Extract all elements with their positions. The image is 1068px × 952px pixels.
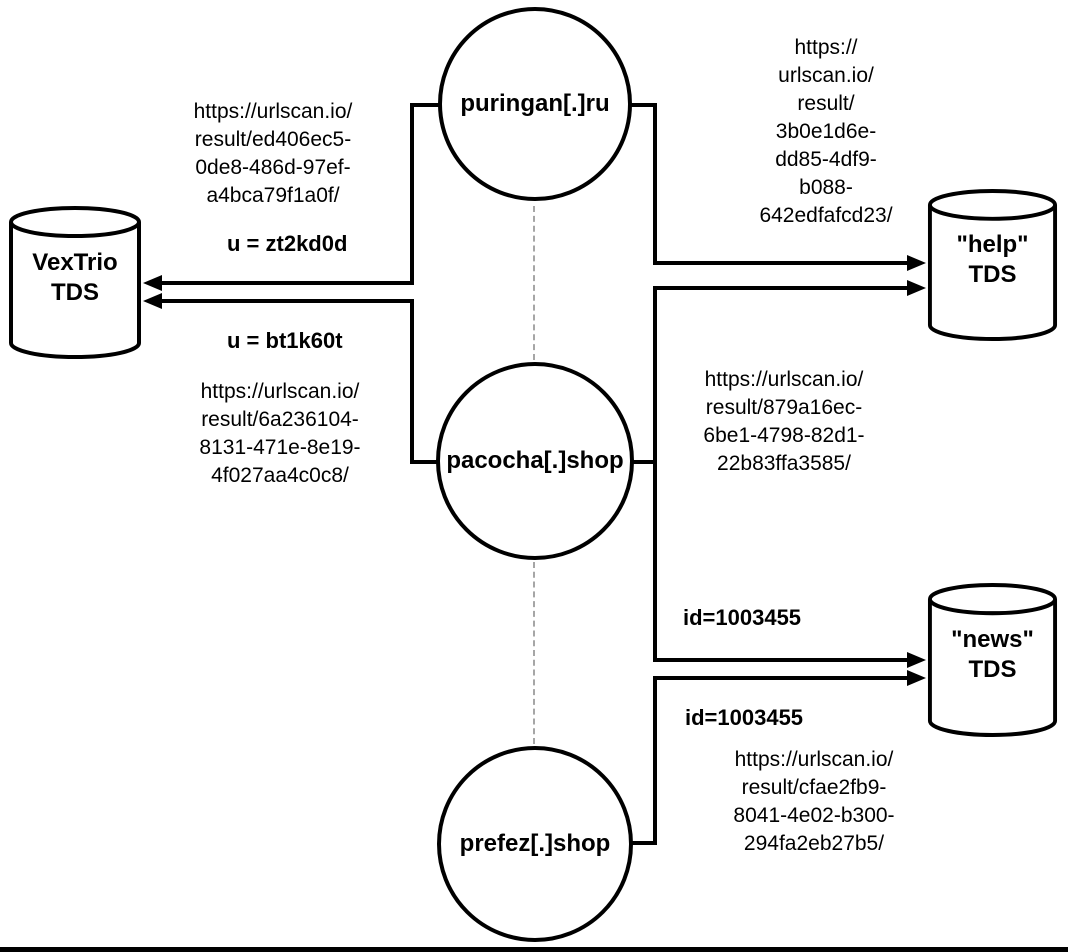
dashed-link-puringan-pacocha (533, 206, 535, 360)
news-tds-label-line2: TDS (968, 656, 1017, 683)
node-prefez-shop: prefez[.]shop (437, 746, 633, 942)
arrowhead-into-news-2 (907, 670, 926, 686)
arrowhead-into-help-2 (907, 280, 926, 296)
arrowhead-into-vextrio-2 (143, 293, 162, 309)
connector-puringan-right (630, 103, 657, 107)
bottom-border-line (0, 947, 1068, 952)
node-pacocha-shop: pacocha[.]shop (436, 362, 634, 560)
param-pacocha-to-news: id=1003455 (683, 605, 802, 630)
news-tds-label: "news" TDS (927, 582, 1058, 728)
node-puringan-ru: puringan[.]ru (438, 7, 632, 201)
url-pacocha-to-vextrio: https://urlscan.io/ result/6a236104- 813… (199, 380, 361, 487)
help-tds-label-line2: TDS (968, 261, 1017, 288)
news-tds-label-line1: "news" (951, 626, 1034, 653)
cylinder-vextrio-tds: VexTrio TDS (8, 205, 142, 360)
connector-arrow-line-help-1 (653, 261, 910, 265)
cylinder-news-tds: "news" TDS (927, 582, 1058, 738)
vextrio-tds-label-line1: VexTrio (32, 248, 118, 276)
connector-pacocha-left-vertical (410, 299, 414, 464)
param-prefez-to-news: id=1003455 (685, 705, 804, 730)
connector-puringan-right-vertical (653, 103, 657, 265)
arrowhead-into-news-1 (907, 652, 926, 668)
connector-arrow-line-vextrio-1 (158, 281, 414, 285)
connector-puringan-left-vertical (410, 103, 414, 285)
arrowhead-into-vextrio-1 (143, 275, 162, 291)
node-pacocha-label: pacocha[.]shop (446, 447, 624, 474)
node-puringan-label: puringan[.]ru (460, 90, 610, 117)
url-puringan-to-vextrio: https://urlscan.io/ result/ed406ec5- 0de… (193, 100, 353, 207)
connector-puringan-left (410, 103, 440, 107)
connector-prefez-right (631, 841, 657, 845)
connector-pacocha-right (631, 460, 657, 464)
node-prefez-label: prefez[.]shop (459, 830, 611, 857)
connector-arrow-line-news-2 (653, 676, 910, 680)
url-puringan-to-help: https:// urlscan.io/ result/ 3b0e1d6e- d… (759, 36, 893, 227)
vextrio-tds-label: VexTrio TDS (8, 205, 142, 350)
connector-arrow-line-vextrio-2 (158, 299, 414, 303)
database-cylinder-icon (927, 583, 1058, 737)
cylinder-help-tds: "help" TDS (927, 188, 1058, 342)
param-puringan-to-vextrio: u = zt2kd0d (227, 231, 348, 256)
connector-pacocha-right-vertical (653, 286, 657, 662)
url-pacocha-to-help: https://urlscan.io/ result/879a16ec- 6be… (703, 368, 865, 475)
url-prefez-to-news: https://urlscan.io/ result/cfae2fb9- 804… (733, 748, 895, 855)
connector-arrow-line-help-2 (653, 286, 910, 290)
dashed-link-pacocha-prefez (533, 562, 535, 744)
connector-arrow-line-news-1 (653, 658, 910, 662)
help-tds-label-line1: "help" (956, 231, 1029, 258)
help-tds-label: "help" TDS (927, 188, 1058, 332)
connector-prefez-right-vertical (653, 676, 657, 845)
arrowhead-into-help-1 (907, 255, 926, 271)
database-cylinder-icon (927, 188, 1058, 342)
database-cylinder-icon (9, 206, 141, 359)
connector-pacocha-left (410, 460, 440, 464)
param-pacocha-to-vextrio: u = bt1k60t (227, 328, 343, 353)
vextrio-tds-label-line2: TDS (51, 278, 99, 306)
